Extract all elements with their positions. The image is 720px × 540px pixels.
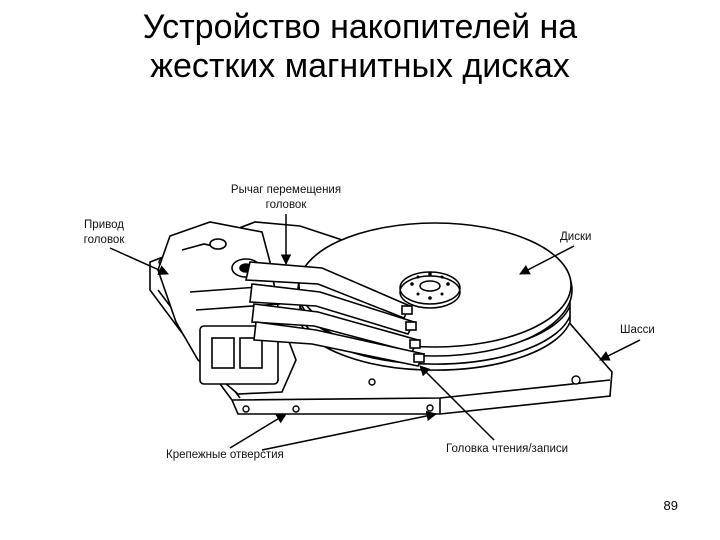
arrow-read-write-head — [419, 365, 495, 441]
label-read-write-head: Головка чтения/записи — [446, 443, 568, 455]
hard-drive-diagram: Рычаг перемещения головок Привод головок… — [84, 184, 655, 461]
label-head-drive-line-2: головок — [84, 234, 126, 246]
label-actuator-arm: Рычаг перемещения головок — [231, 184, 341, 211]
label-mounting-holes: Крепежные отверстия — [166, 449, 284, 461]
arrow-mounting-hole-right — [261, 410, 438, 451]
label-chassis: Шасси — [620, 324, 655, 336]
label-head-drive-line-1: Привод — [84, 219, 124, 231]
label-head-drive: Привод головок — [84, 219, 126, 246]
label-actuator-arm-line-1: Рычаг перемещения — [231, 184, 341, 196]
page-number: 89 — [663, 498, 678, 513]
slide-title-line-2: жестких магнитных дисках — [150, 47, 570, 85]
arrow-head-drive — [109, 247, 169, 275]
spindle-hub — [399, 271, 461, 309]
slide-title: Устройство накопителей на жестких магнит… — [0, 8, 720, 86]
slide-title-line-1: Устройство накопителей на — [142, 8, 578, 46]
actuator-arms — [245, 261, 426, 367]
label-actuator-arm-line-2: головок — [266, 199, 308, 211]
arrow-mounting-hole-left — [229, 413, 287, 449]
arrow-disks — [519, 245, 575, 275]
arrow-chassis — [599, 339, 641, 361]
label-disks: Диски — [560, 231, 591, 243]
